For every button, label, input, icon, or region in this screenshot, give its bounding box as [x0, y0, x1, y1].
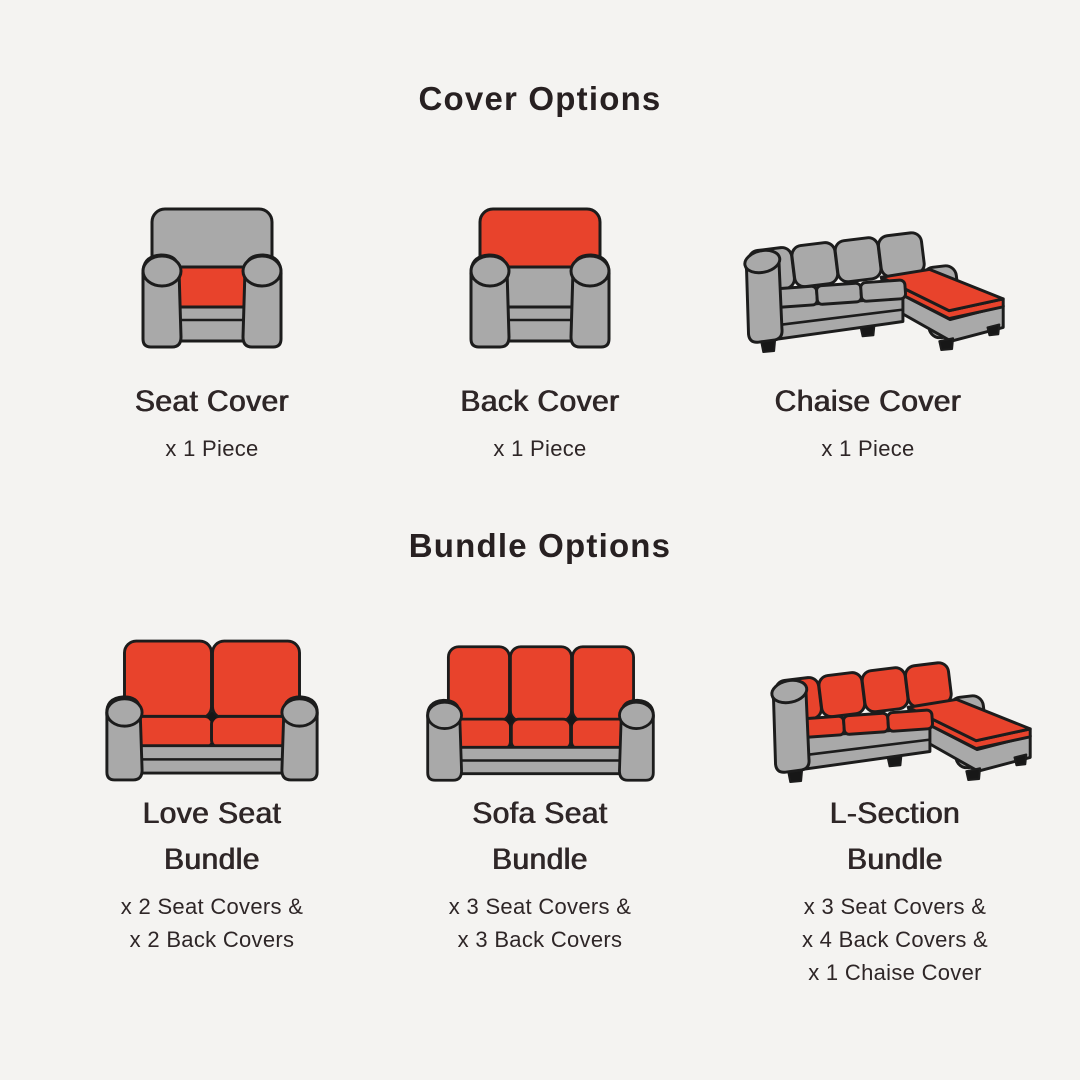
foot — [759, 339, 776, 353]
bundle-options-heading: Bundle Options — [408, 527, 672, 564]
item-detail: x 1 Piece — [775, 432, 962, 465]
bundle-item-l-section: L-Section Bundle x 3 Seat Covers & x 4 B… — [710, 633, 1080, 989]
item-detail-line: x 1 Piece — [493, 436, 587, 461]
item-detail-line: x 4 Back Covers & — [801, 927, 989, 952]
left-arm-roll — [141, 254, 183, 288]
left-arm-roll — [425, 700, 463, 730]
item-detail-line: x 3 Back Covers — [457, 927, 623, 952]
chaise-cover-art — [721, 203, 1016, 355]
item-detail-line: x 3 Seat Covers & — [448, 894, 632, 919]
item-title: L-Section Bundle — [829, 797, 961, 876]
sectional-chaise-cover-illustration — [742, 231, 1005, 353]
item-detail-line: x 1 Chaise Cover — [808, 960, 982, 985]
item-detail: x 1 Piece — [135, 432, 289, 465]
left-arm-roll — [769, 678, 808, 705]
item-detail: x 2 Seat Covers & x 2 Back Covers — [121, 890, 303, 956]
item-detail: x 1 Piece — [460, 432, 619, 465]
back-cover-art — [465, 203, 615, 355]
seat-cover-art — [137, 203, 287, 355]
item-title: Seat Cover — [134, 385, 290, 418]
foot — [937, 337, 954, 352]
cover-options-heading: Cover Options — [418, 80, 662, 117]
item-detail-line: x 3 Seat Covers & — [803, 894, 987, 919]
sectional-bundle-illustration — [769, 661, 1032, 783]
armchair-seat-cover-illustration — [141, 207, 283, 349]
right-arm-roll — [241, 254, 283, 288]
l-section-art — [748, 633, 1043, 785]
button — [504, 714, 515, 726]
foot — [964, 767, 981, 782]
chaise-cushion-top — [879, 267, 1005, 313]
foot — [1013, 753, 1027, 767]
foot — [786, 769, 803, 783]
right-arm-roll — [280, 697, 319, 728]
seat-cushion — [509, 717, 572, 751]
seat-cushions — [770, 278, 907, 309]
seat-cushions — [797, 708, 934, 739]
left-arm-roll — [105, 697, 144, 728]
chaise-cushion-top — [906, 697, 1032, 743]
right-arm-roll — [617, 700, 655, 730]
sofa-seat-art — [423, 633, 658, 785]
loveseat-bundle-illustration — [105, 639, 319, 782]
button — [566, 714, 577, 726]
bundle-item-sofa-seat: Sofa Seat Bundle x 3 Seat Covers & x 3 B… — [355, 633, 725, 956]
item-title: Back Cover — [460, 385, 620, 418]
item-title: Sofa Seat Bundle — [472, 797, 608, 876]
cover-item-chaise-cover: Chaise Cover x 1 Piece — [683, 203, 1053, 465]
cover-item-seat-cover: Seat Cover x 1 Piece — [27, 203, 397, 465]
love-seat-art — [102, 633, 322, 785]
foot — [986, 323, 1000, 337]
left-arm-roll — [742, 248, 781, 275]
item-detail-line: x 1 Piece — [821, 436, 915, 461]
item-title: Love Seat Bundle — [142, 797, 282, 876]
right-arm-roll — [569, 254, 611, 288]
item-detail: x 3 Seat Covers & x 3 Back Covers — [449, 890, 631, 956]
item-detail: x 3 Seat Covers & x 4 Back Covers & x 1 … — [802, 890, 988, 989]
left-arm-roll — [469, 254, 511, 288]
item-title: Chaise Cover — [774, 385, 962, 418]
armchair-back-cover-illustration — [469, 207, 611, 349]
foot — [886, 754, 902, 768]
foot — [859, 324, 875, 338]
item-detail-line: x 1 Piece — [165, 436, 259, 461]
cover-item-back-cover: Back Cover x 1 Piece — [355, 203, 725, 465]
item-detail-line: x 2 Back Covers — [129, 927, 295, 952]
sofa-bundle-illustration — [425, 645, 655, 782]
item-detail-line: x 2 Seat Covers & — [120, 894, 304, 919]
bundle-item-love-seat: Love Seat Bundle x 2 Seat Covers & x 2 B… — [27, 633, 397, 956]
button — [207, 711, 217, 724]
back-cushion — [508, 645, 573, 723]
